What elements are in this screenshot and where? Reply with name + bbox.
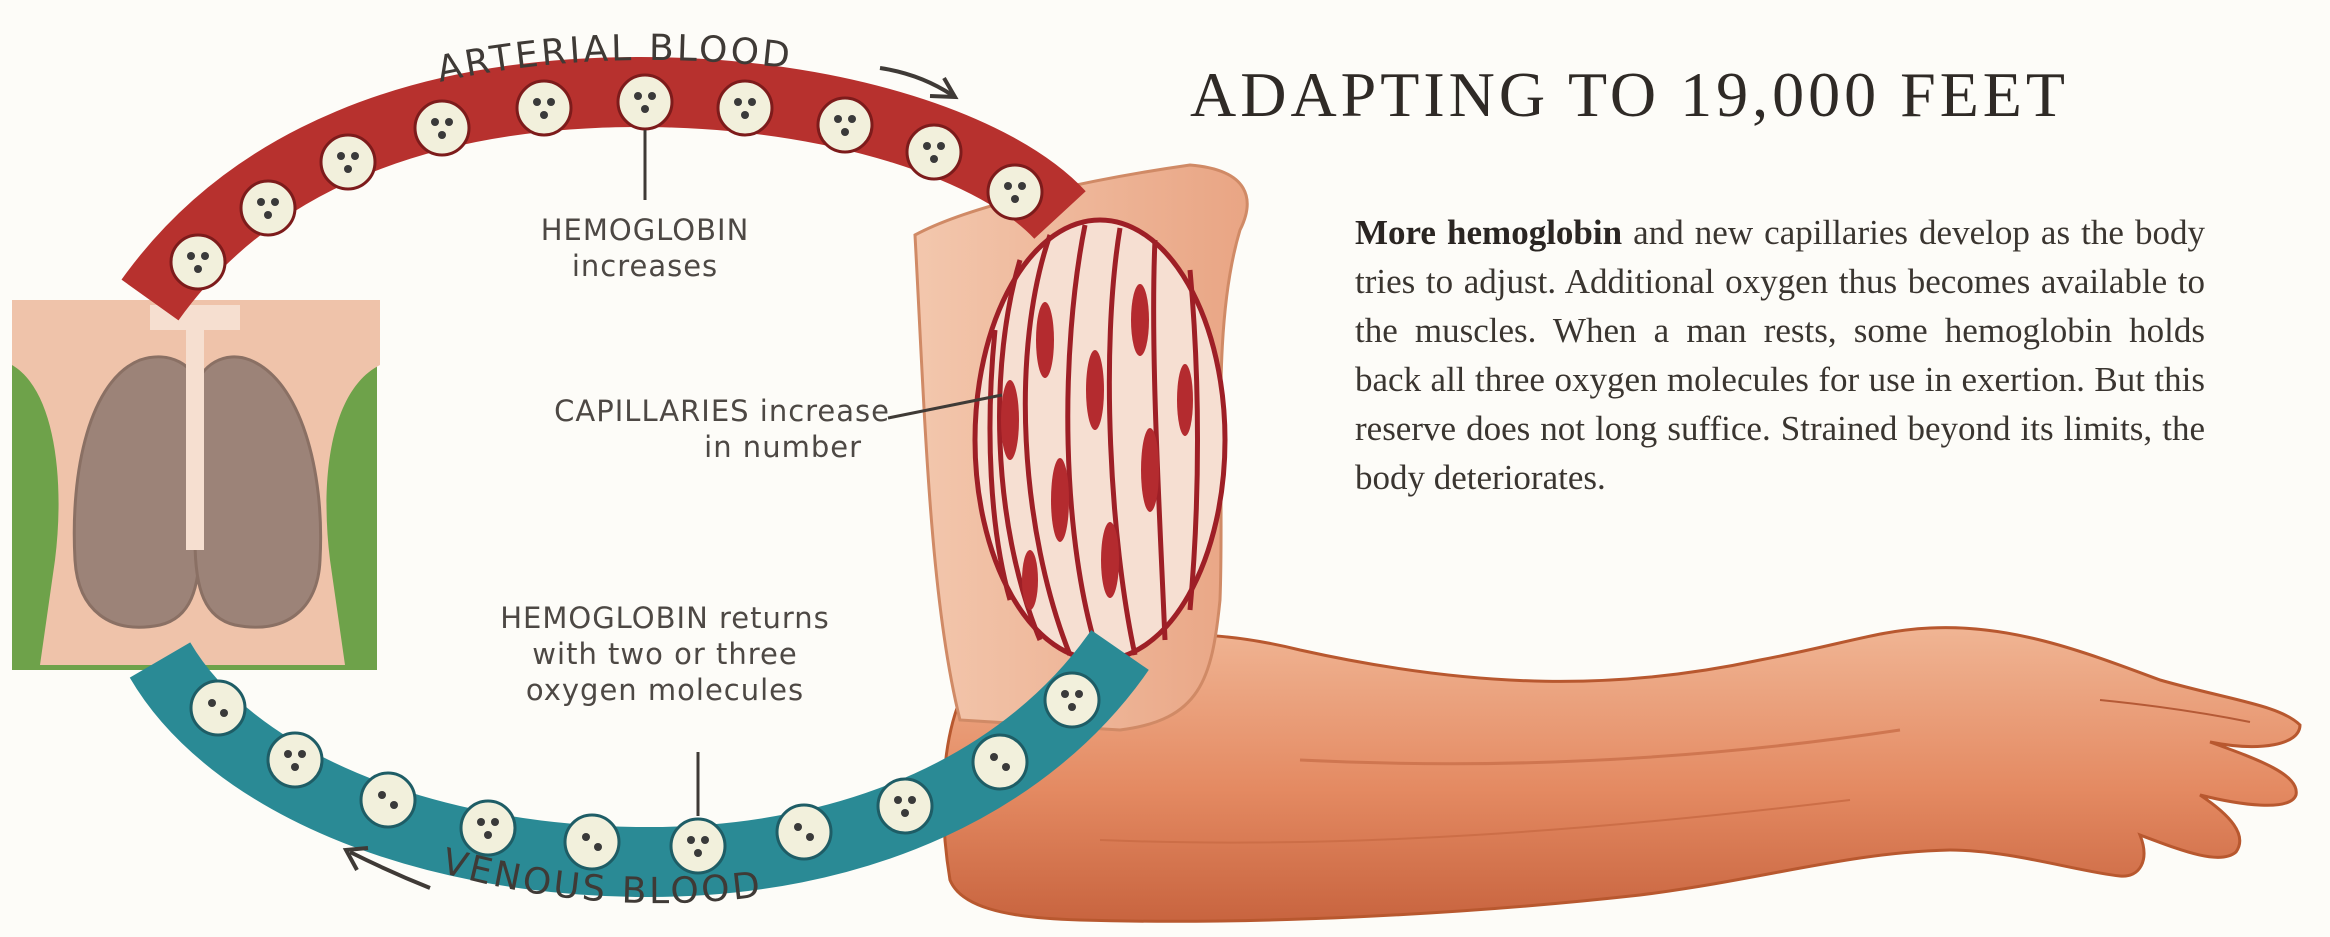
returns-line-3: oxygen molecules <box>430 672 900 708</box>
hemoglobin-returns-label: HEMOGLOBIN returns with two or three oxy… <box>430 600 900 708</box>
hemoglobin-increases-label: HEMOGLOBIN increases <box>500 212 790 284</box>
body-lead: More hemoglobin <box>1355 213 1622 252</box>
body-paragraph: More hemoglobin and new capillaries deve… <box>1355 208 2205 502</box>
page-title: ADAPTING TO 19,000 FEET <box>1190 58 2310 132</box>
capillaries-label: CAPILLARIES increase in number <box>420 393 890 465</box>
hemoglobin-increases-line-2: increases <box>500 248 790 284</box>
returns-line-2: with two or three <box>430 636 900 672</box>
capillaries-line-1: CAPILLARIES increase <box>420 393 890 429</box>
lungs-panel <box>12 300 380 670</box>
capillaries-line-2: in number <box>420 429 890 465</box>
hemoglobin-increases-line-1: HEMOGLOBIN <box>500 212 790 248</box>
returns-line-1: HEMOGLOBIN returns <box>430 600 900 636</box>
muscle-capillaries <box>975 220 1225 660</box>
body-text: and new capillaries develop as the body … <box>1355 213 2205 497</box>
